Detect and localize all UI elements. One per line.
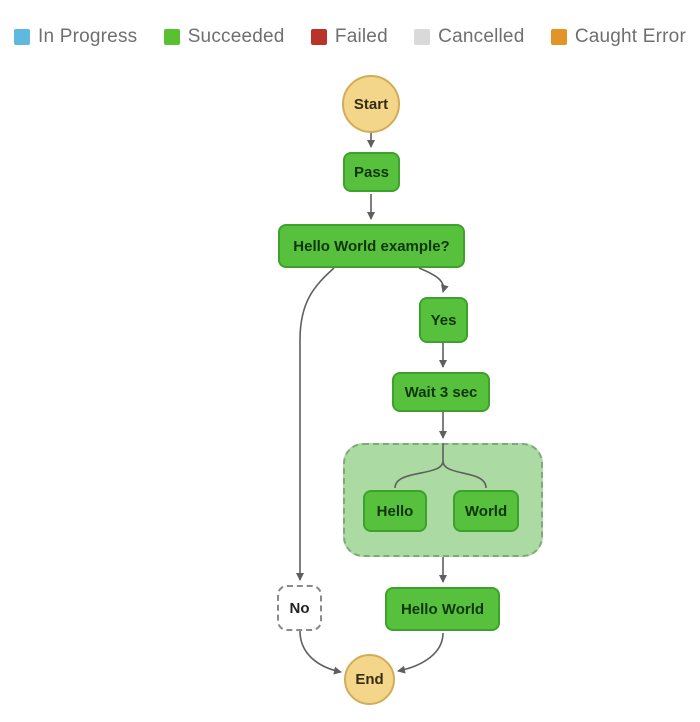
hello-state-node[interactable]: Hello — [363, 490, 427, 532]
edge-no-end — [299, 630, 342, 675]
legend-label: Caught Error — [574, 26, 686, 47]
edge-choice-no — [296, 267, 335, 581]
legend-item-in-progress: In Progress — [14, 26, 137, 48]
choice-state-node[interactable]: Hello World example? — [278, 224, 465, 268]
legend-item-failed: Failed — [310, 26, 388, 48]
start-node[interactable]: Start — [342, 75, 400, 133]
end-node[interactable]: End — [344, 654, 395, 705]
legend-item-cancelled: Cancelled — [414, 26, 524, 48]
failed-swatch-icon — [310, 29, 327, 45]
pass-state-node[interactable]: Pass — [343, 152, 400, 192]
legend-item-succeeded: Succeeded — [163, 26, 285, 48]
cancelled-swatch-icon — [414, 29, 431, 45]
no-branch-node[interactable]: No — [277, 585, 322, 631]
legend-label: In Progress — [38, 26, 138, 47]
legend-item-caught-error: Caught Error — [550, 26, 686, 48]
legend-label: Failed — [334, 26, 388, 47]
in-progress-swatch-icon — [14, 29, 30, 45]
yes-branch-node[interactable]: Yes — [419, 297, 468, 343]
legend-label: Cancelled — [438, 26, 525, 47]
status-legend: In Progress Succeeded Failed Cancelled C… — [0, 26, 700, 48]
world-state-node[interactable]: World — [453, 490, 519, 532]
edge-choice-yes — [418, 267, 449, 293]
legend-label: Succeeded — [187, 26, 285, 47]
edge-helloworld-end — [397, 632, 444, 674]
wait-state-node[interactable]: Wait 3 sec — [392, 372, 490, 412]
caught-error-swatch-icon — [550, 29, 567, 45]
succeeded-swatch-icon — [163, 29, 180, 45]
hello-world-state-node[interactable]: Hello World — [385, 587, 500, 631]
